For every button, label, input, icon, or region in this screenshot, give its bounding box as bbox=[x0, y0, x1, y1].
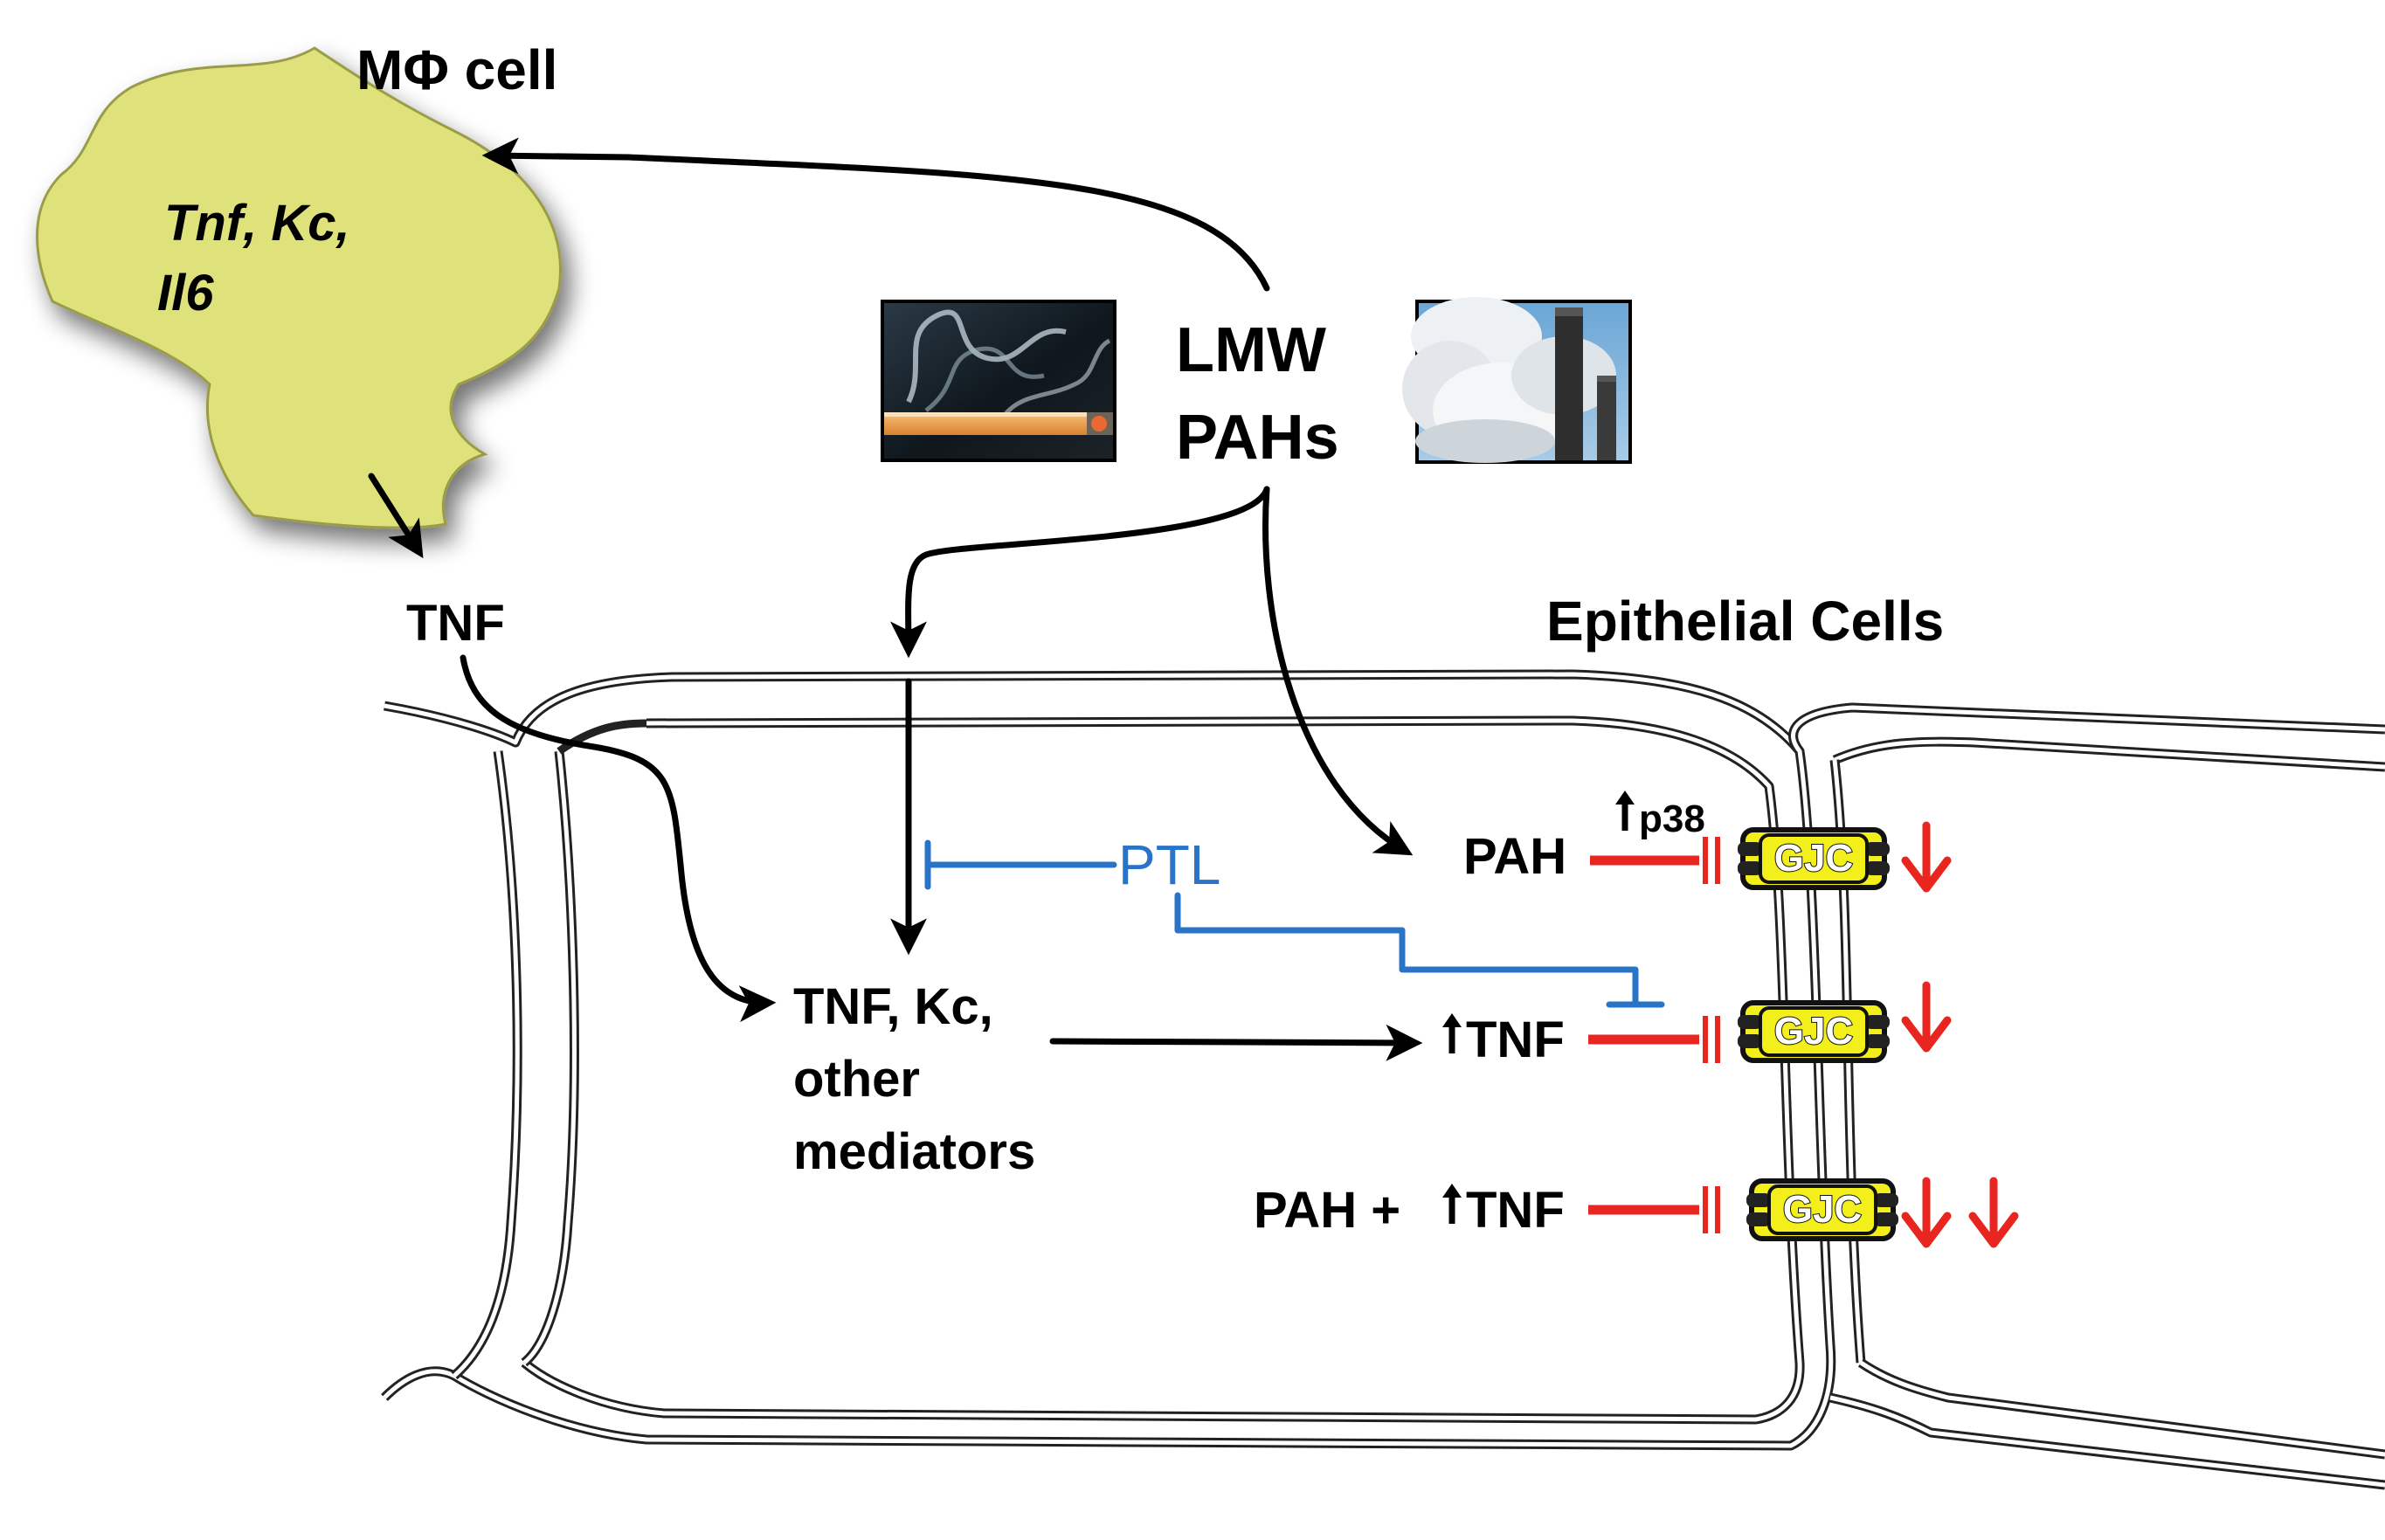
arrow-pahs-to-pah bbox=[1262, 486, 1414, 856]
pah-label: PAH bbox=[1463, 828, 1566, 885]
pathway-row-pah: PAH p38 GJC bbox=[1463, 791, 1947, 888]
pathway-row-combined: PAH + TNF GJC bbox=[1254, 1181, 2015, 1244]
down-arrow-icon bbox=[1905, 985, 1947, 1048]
secreted-tnf-label: TNF bbox=[406, 595, 505, 652]
p38-label: p38 bbox=[1639, 798, 1705, 840]
arrow-tnf-to-mediators bbox=[460, 654, 777, 1023]
macrophage-title: MΦ cell bbox=[356, 38, 557, 101]
macrophage-genes-line2: Il6 bbox=[157, 265, 214, 321]
macrophage-body bbox=[36, 46, 562, 529]
macrophage-genes-line1: Tnf, Kc, bbox=[164, 195, 350, 252]
up-arrow-icon bbox=[1442, 1184, 1462, 1224]
source-line1: LMW bbox=[1176, 315, 1326, 385]
combo-tnf-label: TNF bbox=[1466, 1182, 1565, 1239]
mediators-label: TNF, Kc, other mediators bbox=[793, 978, 1035, 1180]
mediators-line1: TNF, Kc, bbox=[793, 978, 993, 1035]
arrow-pahs-branch bbox=[889, 486, 1270, 659]
macrophage-cell: MΦ cell Tnf, Kc, Il6 bbox=[36, 38, 562, 529]
up-arrow-icon bbox=[1615, 791, 1635, 831]
smokestack-emissions-photo bbox=[1402, 297, 1632, 464]
mediators-line2: other bbox=[793, 1051, 920, 1108]
arrow-pahs-to-macrophage bbox=[481, 137, 1270, 292]
epithelial-cells-title: Epithelial Cells bbox=[1546, 590, 1944, 653]
up-arrow-icon bbox=[1442, 1013, 1462, 1053]
arrow-mediators-to-tnf bbox=[1049, 1024, 1423, 1061]
down-arrow-icon bbox=[1905, 1181, 1947, 1244]
down-arrow-icon bbox=[1973, 1181, 2015, 1244]
mediators-line3: mediators bbox=[793, 1123, 1035, 1180]
right-cell-outline bbox=[1788, 702, 2385, 1490]
ptl-inhibit-line-tnf bbox=[1174, 892, 1639, 1006]
left-cell-outline bbox=[381, 669, 1836, 1451]
ptl-label: PTL bbox=[1118, 833, 1220, 896]
gjc-label: GJC bbox=[1774, 837, 1853, 880]
gap-junction-icon: GJC bbox=[1738, 1003, 1890, 1060]
epithelial-cell-outlines bbox=[381, 669, 2385, 1490]
gap-junction-icon: GJC bbox=[1738, 830, 1890, 887]
cigarette-smoke-photo bbox=[881, 300, 1116, 462]
tnf-label: TNF bbox=[1466, 1012, 1565, 1068]
source-line2: PAHs bbox=[1176, 403, 1339, 473]
gjc-label: GJC bbox=[1774, 1010, 1853, 1053]
gjc-label: GJC bbox=[1783, 1188, 1862, 1231]
arrow-macrophage-to-tnf bbox=[368, 473, 424, 559]
combo-label: PAH + bbox=[1254, 1182, 1400, 1239]
ptl-inhibition bbox=[924, 839, 1665, 1008]
gap-junction-icon: GJC bbox=[1746, 1181, 1898, 1239]
lmw-pahs-label: LMW PAHs bbox=[1176, 315, 1339, 473]
pathway-arrows bbox=[368, 137, 1423, 1061]
down-arrow-icon bbox=[1905, 825, 1947, 888]
pathway-row-tnf: TNF GJC bbox=[1442, 985, 1947, 1068]
